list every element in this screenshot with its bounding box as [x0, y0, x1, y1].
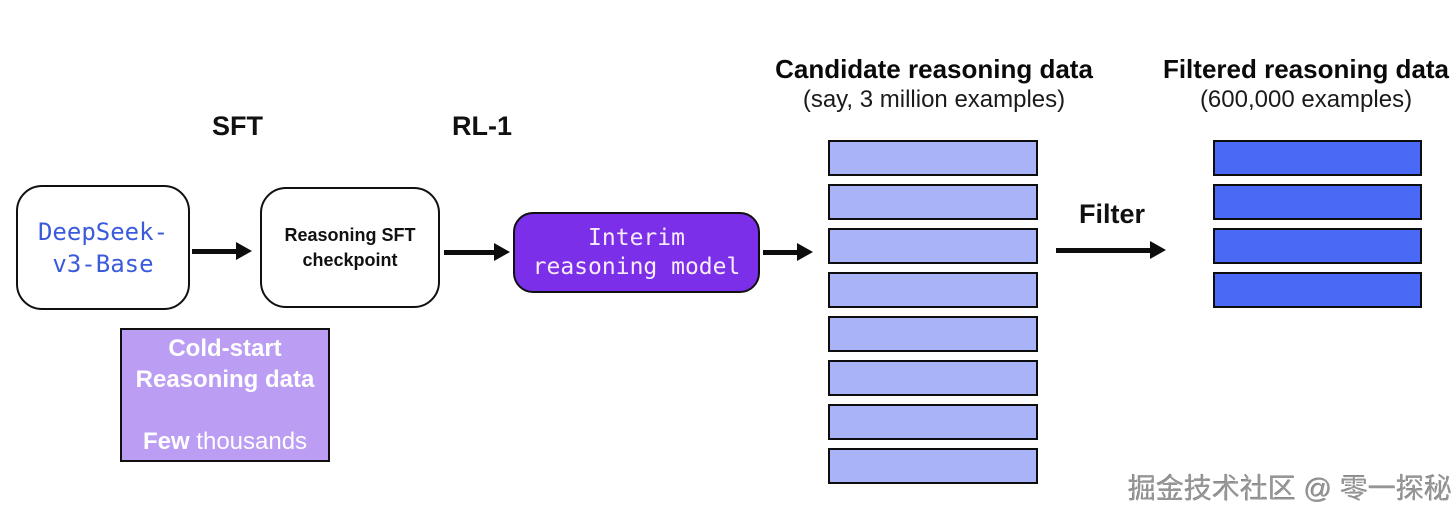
filtered-data-bar [1213, 140, 1422, 176]
arrow-head-icon [494, 243, 510, 261]
node-cold-start-reasoning-data: Cold-start Reasoning data Few thousands [120, 328, 330, 462]
arrow-filter-icon [1056, 241, 1166, 259]
cold-start-line2: Reasoning data [135, 366, 315, 393]
arrow-shaft [763, 249, 797, 255]
node-reasoning-sft-checkpoint: Reasoning SFT checkpoint [260, 187, 440, 308]
filtered-data-bar [1213, 184, 1422, 220]
arrow-head-icon [236, 242, 252, 260]
arrow-base-to-checkpoint-icon [192, 242, 252, 260]
candidate-data-bar [828, 228, 1038, 264]
arrow-interim-to-candidate-icon [763, 243, 813, 261]
candidate-data-bars [828, 140, 1038, 484]
filtered-data-bar [1213, 228, 1422, 264]
arrow-checkpoint-to-interim-icon [444, 243, 510, 261]
candidate-data-bar [828, 316, 1038, 352]
cold-start-line3: Few thousands [143, 395, 307, 457]
node-deepseek-v3-base: DeepSeek- v3-Base [16, 185, 190, 310]
cold-start-line1: Cold-start [168, 335, 282, 362]
candidate-data-bar [828, 184, 1038, 220]
candidate-data-bar [828, 272, 1038, 308]
arrow-head-icon [797, 243, 813, 261]
candidate-data-bar [828, 140, 1038, 176]
filtered-data-bar [1213, 272, 1422, 308]
candidate-data-bar [828, 360, 1038, 396]
edge-label-sft: SFT [212, 111, 263, 141]
candidate-stack-subtitle: (say, 3 million examples) [802, 86, 1066, 113]
arrow-head-icon [1150, 241, 1166, 259]
filtered-stack-title: Filtered reasoning data [1162, 54, 1450, 84]
edge-label-rl1: RL-1 [452, 111, 512, 141]
candidate-stack-title: Candidate reasoning data [775, 54, 1093, 84]
edge-label-filter: Filter [1079, 199, 1146, 229]
arrow-shaft [192, 248, 236, 254]
filtered-stack-subtitle: (600,000 examples) [1199, 86, 1413, 113]
cold-start-line3-regular: thousands [196, 428, 308, 455]
filtered-data-bars [1213, 140, 1422, 308]
arrow-shaft [444, 249, 494, 255]
watermark-text: 掘金技术社区 @ 零一探秘 [1128, 473, 1452, 504]
node-interim-reasoning-model: Interim reasoning model [513, 212, 760, 293]
candidate-data-bar [828, 448, 1038, 484]
arrow-shaft [1056, 247, 1150, 253]
cold-start-line3-bold: Few [142, 428, 190, 455]
candidate-data-bar [828, 404, 1038, 440]
